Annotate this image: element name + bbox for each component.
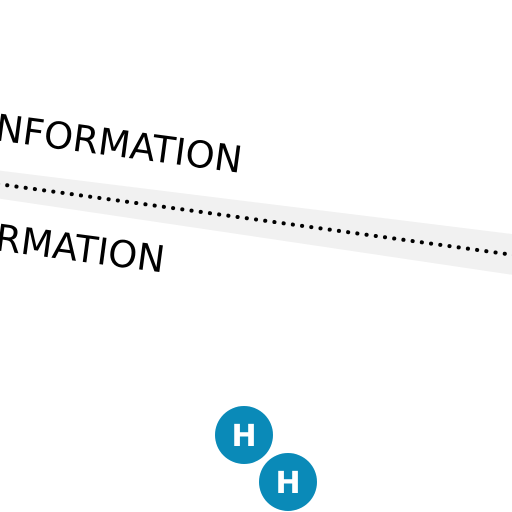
marker-circle	[215, 406, 273, 464]
map-label-upper: NFORMATION	[0, 106, 245, 181]
h-marker-icon[interactable]: H	[215, 406, 273, 464]
marker-letter: H	[275, 466, 300, 501]
map-label-lower: RMATION	[0, 216, 167, 281]
h-marker-icon[interactable]: H	[259, 453, 317, 511]
dotted-boundary-line	[0, 182, 512, 257]
marker-circle	[259, 453, 317, 511]
marker-letter: H	[231, 419, 256, 454]
road-band	[0, 170, 512, 275]
